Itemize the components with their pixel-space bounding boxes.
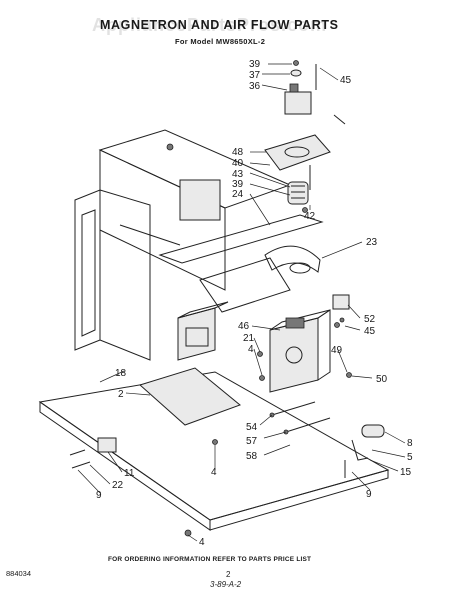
callout-4-lower: 4 [211,467,217,478]
callout-4-bottom: 4 [199,537,205,548]
revision-code: 3-89-A-2 [210,580,242,589]
callout-23: 23 [366,237,378,248]
screws [166,143,352,537]
callout-24: 24 [232,189,244,200]
callout-54: 54 [246,422,258,433]
callout-57: 57 [246,436,258,447]
oven-cavity [74,129,292,361]
air-guide-duct [158,214,324,313]
callout-2: 2 [118,389,124,400]
page-number: 2 [226,570,231,579]
callout-58: 58 [246,451,258,462]
callout-42: 42 [304,211,316,222]
callout-49: 49 [331,345,343,356]
callout-48: 48 [232,147,244,158]
ordering-note: FOR ORDERING INFORMATION REFER TO PARTS … [108,556,312,563]
callout-52: 52 [364,314,376,325]
callout-labels: 39 37 36 45 48 40 43 39 24 42 23 52 45 4… [96,59,413,548]
callout-39-mid: 39 [232,179,244,190]
callout-39-top: 39 [249,59,261,70]
callout-9-left: 9 [96,490,102,501]
magnetron [269,309,331,393]
callout-21: 21 [243,333,255,344]
top-bracket [264,134,331,171]
callout-36: 36 [249,81,261,92]
model-label: For Model MW8650XL-2 [175,37,266,46]
callout-22: 22 [112,480,124,491]
callout-50: 50 [376,374,388,385]
callout-5: 5 [407,452,413,463]
callout-18: 18 [115,368,127,379]
callout-45-mid: 45 [364,326,376,337]
thermal-switch [284,60,346,125]
callout-15: 15 [400,467,412,478]
base-plate [38,367,390,531]
fuse-holder [69,437,117,469]
fan-motor [287,165,311,205]
bracket-52 [332,294,350,323]
document-number: 884034 [6,569,32,578]
callout-45-top: 45 [340,75,352,86]
transformer [177,301,229,361]
leader-lines [77,63,406,542]
capacitor [344,424,385,478]
callout-8: 8 [407,438,413,449]
callout-46: 46 [238,321,250,332]
callout-9-right: 9 [366,489,372,500]
diagram-title: MAGNETRON AND AIR FLOW PARTS [100,18,339,32]
watermark-logo: AppliancePartsPros.com [92,15,328,35]
callout-40: 40 [232,158,244,169]
callout-37: 37 [249,70,261,81]
callout-43: 43 [232,169,244,180]
callout-4-mid: 4 [248,344,254,355]
callout-11: 11 [124,468,135,479]
diode-wires [269,401,331,435]
